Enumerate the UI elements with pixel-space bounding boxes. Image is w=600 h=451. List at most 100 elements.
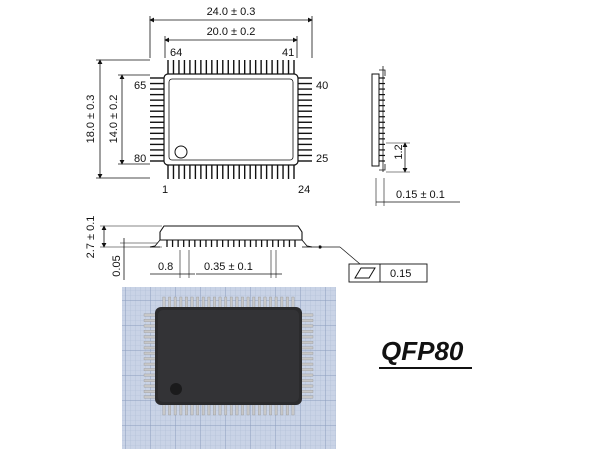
- front-view-pins: [149, 239, 313, 248]
- photo-pin: [162, 296, 166, 309]
- pin-label-1: 1: [162, 184, 168, 196]
- photo-pin: [143, 368, 157, 372]
- photo-pin: [246, 403, 250, 416]
- photo-pin: [224, 403, 228, 416]
- photo-pin: [257, 403, 261, 416]
- package-title: QFP80: [381, 336, 464, 366]
- pin-label-80: 80: [134, 153, 146, 165]
- pin1-marker-circle: [174, 145, 188, 159]
- photo-pin: [218, 403, 222, 416]
- photo-pin: [252, 403, 256, 416]
- photo-pin: [263, 296, 267, 309]
- photo-pin: [207, 296, 211, 309]
- photo-pin: [185, 403, 188, 416]
- photo-pin: [143, 395, 157, 399]
- photo-pin: [185, 296, 188, 309]
- photo-pin: [229, 403, 233, 416]
- front-view: 2.7 ± 0.1 0.05 0.8 0.35 ± 0.1 0.15: [85, 216, 428, 283]
- photo-pin: [246, 296, 250, 309]
- photo-pin: [201, 403, 205, 416]
- photo-pins: [143, 296, 314, 416]
- photo-pin: [162, 403, 166, 416]
- dim-overall-height: 18.0 ± 0.3: [85, 95, 97, 144]
- photo-pin: [241, 296, 244, 309]
- photo-pin: [143, 340, 157, 344]
- photo-pin: [143, 373, 157, 377]
- photo-pin: [173, 403, 177, 416]
- photo-pin: [207, 403, 211, 416]
- photo-pin: [143, 351, 157, 355]
- photo-pin: [300, 384, 314, 388]
- photo-pin: [291, 296, 295, 309]
- pin-label-41: 41: [282, 47, 294, 59]
- package-title-block: QFP80: [379, 336, 472, 369]
- dim-overall-width: 24.0 ± 0.3: [207, 6, 256, 18]
- top-view-pins: [150, 60, 312, 179]
- photo-pin: [300, 335, 314, 339]
- side-view-pins: [379, 69, 386, 171]
- photo-pin: [300, 340, 314, 344]
- photo-pin: [274, 403, 278, 416]
- photo-pin: [300, 395, 314, 399]
- photo-pin: [190, 296, 194, 309]
- pin-label-65: 65: [134, 80, 146, 92]
- photo-pin: [300, 324, 314, 328]
- photo-pin: [143, 390, 157, 393]
- photo-pin: [286, 403, 289, 416]
- photo-pin: [229, 296, 233, 309]
- photo-pin: [143, 335, 157, 339]
- photo-pin: [300, 390, 314, 393]
- photo-pin: [300, 379, 314, 382]
- dim-pitch: 0.8: [158, 261, 173, 273]
- flatness-symbol-icon: [354, 267, 376, 279]
- photo-pin: [274, 296, 278, 309]
- dim-lead-thickness: 0.15 ± 0.1: [396, 189, 445, 201]
- photo-pin: [300, 351, 314, 355]
- photo-pin: [280, 403, 284, 416]
- photo-pin: [257, 296, 261, 309]
- dim-lead-length: 1.2: [393, 144, 405, 159]
- photo-pin: [179, 403, 183, 416]
- photo-pin: [143, 319, 157, 322]
- photo-pin: [235, 296, 239, 309]
- photo-pin: [196, 403, 200, 416]
- photo-pin: [269, 403, 272, 416]
- photo-pin: [224, 296, 228, 309]
- photo-pin: [269, 296, 272, 309]
- photo-pin: [235, 403, 239, 416]
- photo-pin: [143, 379, 157, 382]
- dim-package-height: 2.7 ± 0.1: [85, 216, 97, 259]
- photo-pin: [280, 296, 284, 309]
- side-view: 1.2 0.15 ± 0.1: [371, 66, 460, 206]
- photo-pin: [291, 403, 295, 416]
- photo-pin: [300, 357, 314, 361]
- photo-pin: [300, 373, 314, 377]
- chip-photo: [122, 287, 336, 449]
- photo-pin1-dot-icon: [170, 383, 182, 395]
- photo-pin: [173, 296, 177, 309]
- photo-pin: [190, 403, 194, 416]
- photo-pin: [143, 346, 157, 350]
- photo-pin: [213, 296, 216, 309]
- dim-body-width: 20.0 ± 0.2: [207, 26, 256, 38]
- photo-pin: [300, 319, 314, 322]
- top-view: 24.0 ± 0.3 20.0 ± 0.2 18.0 ± 0.3 14.0 ± …: [85, 6, 328, 196]
- photo-pin: [143, 330, 157, 333]
- pin-label-24: 24: [298, 184, 310, 196]
- photo-pin: [218, 296, 222, 309]
- photo-pin: [300, 362, 314, 366]
- photo-pin: [300, 368, 314, 372]
- flatness-value: 0.15: [390, 268, 411, 280]
- dim-body-height: 14.0 ± 0.2: [108, 95, 120, 144]
- photo-pin: [201, 296, 205, 309]
- photo-pin: [168, 403, 171, 416]
- pin-label-40: 40: [316, 80, 328, 92]
- dim-lead-width: 0.35 ± 0.1: [204, 261, 253, 273]
- photo-pin: [300, 346, 314, 350]
- front-view-body: [159, 225, 303, 241]
- dim-standoff: 0.05: [111, 255, 123, 276]
- photo-pin: [300, 330, 314, 333]
- photo-pin: [263, 403, 267, 416]
- photo-pin: [179, 296, 183, 309]
